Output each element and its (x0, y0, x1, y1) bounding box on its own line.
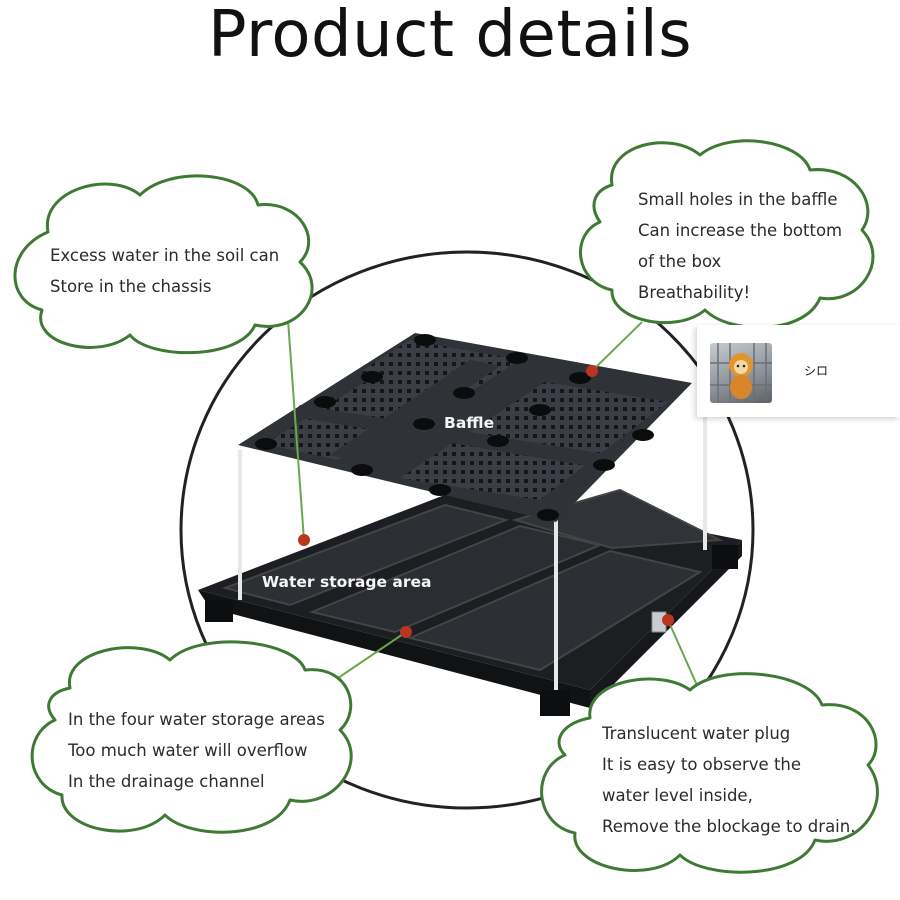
support-posts (238, 412, 707, 690)
callout-line: water level inside, (602, 786, 753, 805)
cloud-callout-top-left (13, 174, 314, 355)
background-circle (179, 250, 755, 810)
page-title: Product details (207, 0, 693, 72)
baffle-plate (238, 333, 692, 522)
callout-line: In the drainage channel (68, 772, 265, 791)
cat-figurine-thumbnail-icon[interactable] (710, 343, 772, 403)
popup-username: シロ (804, 364, 829, 378)
baffle-label: Baffle (444, 414, 495, 432)
callout-line: Store in the chassis (50, 277, 212, 296)
callout-top-left-text: Excess water in the soil can Store in th… (50, 240, 279, 302)
cloud-callout-top-right (579, 139, 875, 329)
marker-dots (298, 365, 674, 638)
base-tray (198, 486, 742, 716)
callout-line: Remove the blockage to drain. (602, 817, 856, 836)
cloud-callout-bottom-right (540, 672, 879, 874)
callout-line: Small holes in the baffle (638, 190, 838, 209)
callout-line: of the box (638, 252, 722, 271)
callout-line: Translucent water plug (602, 724, 791, 743)
callout-bottom-right-text: Translucent water plug It is easy to obs… (602, 718, 855, 842)
cloud-callout-bottom-left (30, 640, 353, 834)
thumbnail-graphic (710, 343, 772, 403)
callout-line: In the four water storage areas (68, 710, 325, 729)
callout-line: Can increase the bottom (638, 221, 843, 240)
callout-top-right-text: Small holes in the baffle Can increase t… (638, 184, 842, 308)
callout-line: Breathability! (638, 283, 751, 302)
callout-bottom-left-text: In the four water storage areas Too much… (68, 704, 325, 797)
callout-line: It is easy to observe the (602, 755, 802, 774)
user-popup-card[interactable]: シロ (697, 325, 900, 417)
callout-line: Excess water in the soil can (50, 246, 280, 265)
water-storage-label: Water storage area (262, 573, 432, 591)
callout-line: Too much water will overflow (68, 741, 308, 760)
